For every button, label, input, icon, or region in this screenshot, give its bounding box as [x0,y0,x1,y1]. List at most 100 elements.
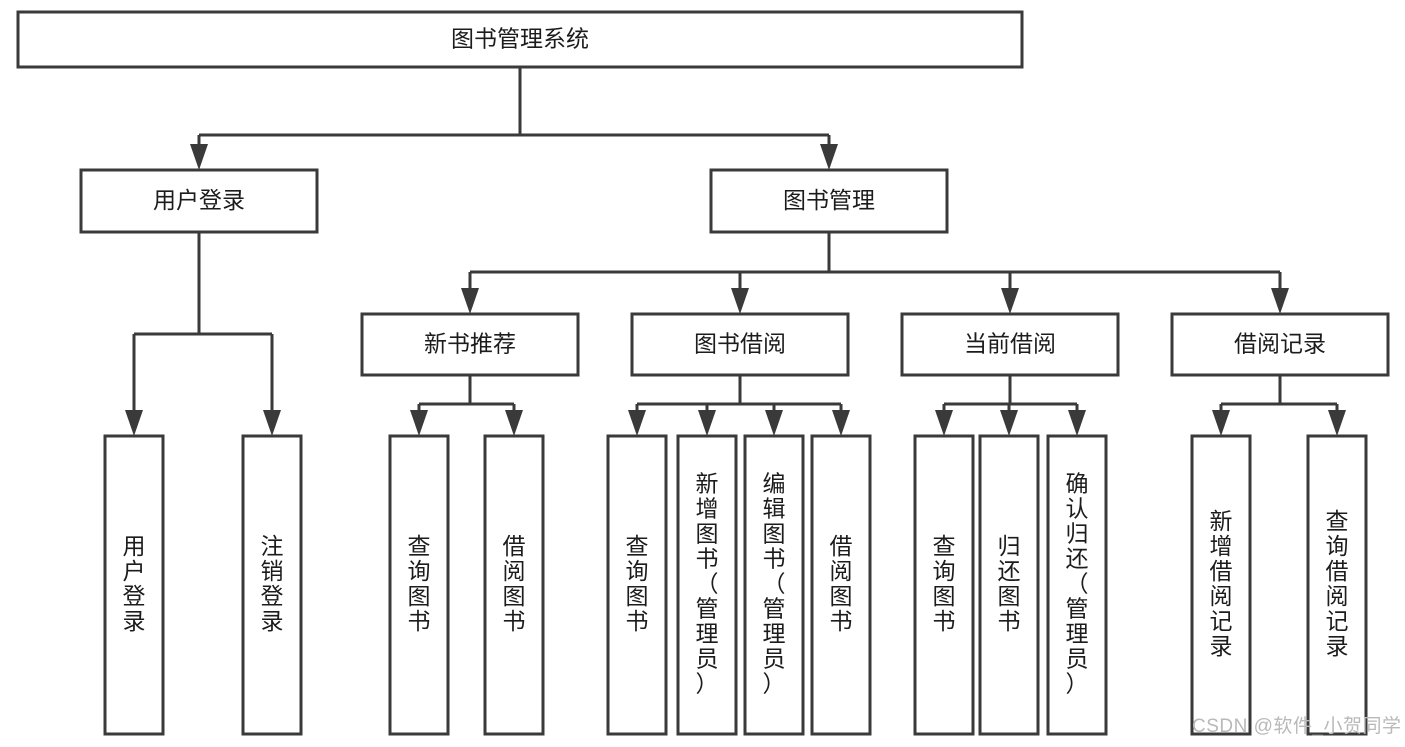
leaf-add-book-admin-label-char: （ [696,570,719,596]
leaf-edit-book-admin-label-char: 图 [763,520,786,546]
leaf-add-book-admin-label-char: 新 [696,470,719,496]
leaf-add-borrow-record-label-char: 阅 [1210,583,1233,609]
arrow-head-icon [1001,288,1019,314]
node-book-borrowing[interactable] [630,312,850,377]
arrow-head-icon [935,410,953,436]
node-book-management[interactable] [709,168,949,234]
leaf-query-books-current-label-char: 询 [933,558,956,584]
leaf-edit-book-admin-label-char: 员 [763,645,786,671]
leaf-edit-book-admin-label-char: （ [763,570,786,596]
leaf-user-login[interactable] [103,434,165,736]
arrow-head-icon [1212,410,1230,436]
arrow-head-icon [731,288,749,314]
leaf-edit-book-admin-label-char: 理 [763,620,786,646]
arrow-head-icon [263,410,281,436]
leaf-return-books-label-char: 归 [998,533,1021,559]
leaf-edit-book-admin-label-char: 管 [763,595,786,621]
leaf-add-borrow-record-label-char: 增 [1210,533,1233,559]
leaf-logout-label-char: 录 [261,608,284,634]
leaf-user-login-label-char: 登 [123,583,146,609]
leaf-confirm-return-admin-label-char: 确 [1066,470,1089,496]
leaf-query-books-borrowing-label-char: 图 [626,583,649,609]
leaf-add-book-admin-label-char: 图 [696,520,719,546]
leaf-confirm-return-admin-label-char: 归 [1066,520,1089,546]
leaf-query-borrow-record-label-char: 阅 [1326,583,1349,609]
leaf-query-books-borrowing-label-char: 书 [626,608,649,634]
leaf-logout-label-char: 销 [261,558,284,584]
leaf-add-book-admin-label-char: 理 [696,620,719,646]
node-user-login-label: 用户登录 [153,187,245,213]
leaf-confirm-return-admin-label-char: 管 [1066,595,1089,621]
arrow-head-icon [1000,410,1018,436]
arrow-head-icon [505,410,523,436]
arrow-head-icon [832,410,850,436]
leaf-logout-label-char: 登 [261,583,284,609]
leaf-edit-book-admin-label-char: ） [763,670,786,696]
leaf-query-books-recommendation[interactable] [388,434,450,736]
leaf-add-book-admin[interactable] [676,434,738,736]
node-new-book-recommendation[interactable] [360,312,580,377]
leaf-return-books[interactable] [978,434,1040,736]
arrow-head-icon [1271,288,1289,314]
node-user-login[interactable] [79,168,319,234]
leaf-query-borrow-record[interactable] [1306,434,1368,736]
leaf-user-login-label-char: 户 [123,558,146,584]
arrow-head-icon [765,410,783,436]
node-root-library-system-label: 图书管理系统 [451,26,589,52]
leaf-query-books-recommendation-label-char: 图 [408,583,431,609]
leaf-add-borrow-record-label-char: 借 [1210,558,1233,584]
arrow-head-icon [628,410,646,436]
leaf-add-borrow-record-label-char: 记 [1210,608,1233,634]
leaf-query-books-borrowing-label-char: 查 [626,533,649,559]
leaf-query-books-current-label-char: 图 [933,583,956,609]
leaf-query-books-current[interactable] [913,434,975,736]
node-layer: 图书管理系统用户登录图书管理新书推荐图书借阅当前借阅借阅记录用户登录注销登录查询… [16,10,1390,736]
leaf-query-borrow-record-label-char: 询 [1326,533,1349,559]
node-current-borrowing[interactable] [900,312,1120,377]
connector-layer [125,67,1346,436]
leaf-edit-book-admin-label-char: 辑 [763,495,786,521]
leaf-query-borrow-record-label-char: 录 [1326,633,1349,659]
leaf-borrow-books-recommendation-label-char: 图 [503,583,526,609]
leaf-add-book-admin-label-char: 管 [696,595,719,621]
arrow-head-icon [125,410,143,436]
arrow-head-icon [1068,410,1086,436]
leaf-borrow-books-label-char: 阅 [830,558,853,584]
leaf-confirm-return-admin-label-char: 理 [1066,620,1089,646]
leaf-edit-book-admin[interactable] [743,434,805,736]
csdn-watermark: CSDN @软件_小贺同学 [1192,716,1402,737]
leaf-edit-book-admin-label-char: 编 [763,470,786,496]
leaf-edit-book-admin-label-char: 书 [763,545,786,571]
leaf-add-borrow-record-label-char: 录 [1210,633,1233,659]
leaf-borrow-books-recommendation-label-char: 阅 [503,558,526,584]
leaf-query-books-recommendation-label-char: 书 [408,608,431,634]
arrow-head-icon [190,144,208,170]
leaf-query-books-current-label-char: 查 [933,533,956,559]
leaf-logout[interactable] [241,434,303,736]
leaf-logout-label-char: 注 [261,533,284,559]
leaf-user-login-label-char: 录 [123,608,146,634]
leaf-add-book-admin-label-char: ） [696,670,719,696]
leaf-confirm-return-admin[interactable] [1046,434,1108,736]
leaf-confirm-return-admin-label-char: 员 [1066,645,1089,671]
leaf-borrow-books-recommendation[interactable] [483,434,545,736]
node-current-borrowing-label: 当前借阅 [964,331,1056,357]
leaf-add-borrow-record-label-char: 新 [1210,508,1233,534]
arrow-head-icon [1328,410,1346,436]
leaf-borrow-books[interactable] [810,434,872,736]
leaf-return-books-label-char: 书 [998,608,1021,634]
leaf-confirm-return-admin-label-char: （ [1066,570,1089,596]
arrow-head-icon [461,288,479,314]
leaf-return-books-label-char: 图 [998,583,1021,609]
leaf-query-borrow-record-label-char: 查 [1326,508,1349,534]
leaf-confirm-return-admin-label-char: ） [1066,670,1089,696]
node-root-library-system[interactable] [16,10,1024,69]
node-borrow-records[interactable] [1170,312,1390,377]
leaf-borrow-books-label-char: 图 [830,583,853,609]
leaf-query-books-current-label-char: 书 [933,608,956,634]
leaf-query-books-recommendation-label-char: 查 [408,533,431,559]
leaf-query-borrow-record-label-char: 借 [1326,558,1349,584]
leaf-add-borrow-record[interactable] [1190,434,1252,736]
leaf-query-books-borrowing[interactable] [606,434,668,736]
